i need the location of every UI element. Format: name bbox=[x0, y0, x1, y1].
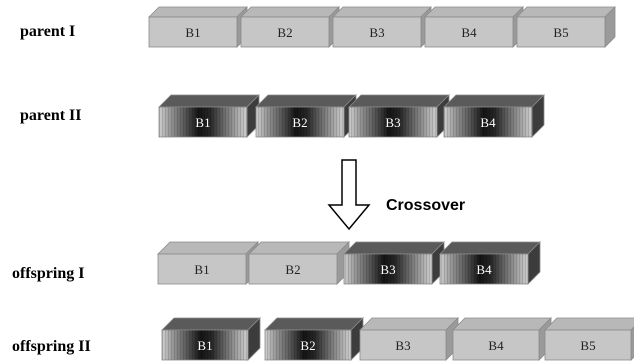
gene-block-b2: B2 bbox=[240, 6, 340, 48]
row-label-offspring-2: offspring II bbox=[12, 338, 91, 355]
block-top-face bbox=[516, 6, 616, 18]
block-top-face bbox=[255, 94, 357, 108]
gene-block-b2: B2 bbox=[248, 241, 350, 285]
block-front-face bbox=[240, 16, 330, 48]
block-top-face bbox=[359, 317, 459, 331]
gene-block-b4: B4 bbox=[424, 6, 524, 48]
gene-block-b5: B5 bbox=[516, 6, 616, 48]
gene-block-b2: B2 bbox=[264, 317, 364, 361]
block-label: B5 bbox=[553, 25, 568, 40]
block-top-face bbox=[343, 241, 445, 255]
gene-block-b3: B3 bbox=[343, 241, 445, 285]
block-top-face bbox=[248, 241, 350, 255]
block-front-face bbox=[544, 329, 632, 361]
block-shading bbox=[256, 107, 344, 137]
block-label: B2 bbox=[277, 25, 292, 40]
block-label: B5 bbox=[580, 338, 595, 353]
block-top-face bbox=[439, 241, 541, 255]
block-top-face bbox=[544, 317, 634, 331]
gene-block-b1: B1 bbox=[148, 6, 248, 48]
gene-block-b3: B3 bbox=[359, 317, 459, 361]
block-top-face bbox=[332, 6, 432, 18]
gene-block-b5: B5 bbox=[544, 317, 634, 361]
gene-block-b1: B1 bbox=[161, 317, 261, 361]
block-label: B4 bbox=[461, 25, 477, 40]
block-top-face bbox=[424, 6, 524, 18]
gene-block-b4: B4 bbox=[452, 317, 552, 361]
gene-block-b1: B1 bbox=[157, 241, 259, 285]
block-front-face bbox=[157, 253, 247, 285]
block-shading bbox=[265, 330, 351, 360]
gene-block-b1: B1 bbox=[158, 94, 260, 138]
block-front-face bbox=[452, 329, 540, 361]
parent-2-chromosome: B1 B2 B3 B4 bbox=[158, 94, 545, 138]
block-front-face bbox=[359, 329, 447, 361]
block-top-face bbox=[443, 94, 545, 108]
row-label-parent-1: parent I bbox=[20, 23, 75, 40]
block-front-face bbox=[248, 253, 338, 285]
block-front-face bbox=[148, 16, 238, 48]
row-label-offspring-1: offspring I bbox=[12, 265, 84, 282]
block-top-face bbox=[264, 317, 364, 331]
gene-block-b4: B4 bbox=[439, 241, 541, 285]
block-shading bbox=[440, 254, 528, 284]
block-top-face bbox=[348, 94, 450, 108]
block-label: B4 bbox=[488, 338, 504, 353]
block-label: B2 bbox=[285, 262, 300, 277]
block-front-face bbox=[332, 16, 422, 48]
block-front-face bbox=[516, 16, 606, 48]
offspring-1-chromosome: B1 B2 B3 B4 bbox=[157, 241, 541, 285]
block-label: B4 bbox=[480, 115, 496, 130]
parent-1-chromosome: B1 B2 B3 B4 B5 bbox=[148, 6, 616, 48]
block-label: B3 bbox=[385, 115, 400, 130]
block-front-face bbox=[424, 16, 514, 48]
gene-block-b3: B3 bbox=[348, 94, 450, 138]
gene-block-b3: B3 bbox=[332, 6, 432, 48]
block-label: B3 bbox=[380, 262, 395, 277]
block-top-face bbox=[161, 317, 261, 331]
block-label: B2 bbox=[292, 115, 307, 130]
block-label: B1 bbox=[195, 115, 210, 130]
down-arrow-icon bbox=[327, 159, 371, 231]
block-label: B1 bbox=[197, 338, 212, 353]
block-label: B1 bbox=[185, 25, 200, 40]
block-top-face bbox=[157, 241, 259, 255]
gene-block-b2: B2 bbox=[255, 94, 357, 138]
block-label: B2 bbox=[300, 338, 315, 353]
crossover-arrow bbox=[327, 159, 371, 231]
block-label: B3 bbox=[369, 25, 384, 40]
row-label-parent-2: parent II bbox=[20, 107, 82, 124]
offspring-2-chromosome: B1 B2 B3 B4 B5 bbox=[161, 317, 634, 361]
block-label: B3 bbox=[395, 338, 410, 353]
block-shading bbox=[159, 107, 247, 137]
block-shading bbox=[162, 330, 248, 360]
crossover-label: Crossover bbox=[386, 197, 465, 214]
block-top-face bbox=[148, 6, 248, 18]
block-shading bbox=[444, 107, 532, 137]
block-top-face bbox=[158, 94, 260, 108]
block-top-face bbox=[452, 317, 552, 331]
gene-block-b4: B4 bbox=[443, 94, 545, 138]
block-label: B1 bbox=[194, 262, 209, 277]
block-top-face bbox=[240, 6, 340, 18]
block-shading bbox=[344, 254, 432, 284]
block-label: B4 bbox=[476, 262, 492, 277]
block-shading bbox=[349, 107, 437, 137]
